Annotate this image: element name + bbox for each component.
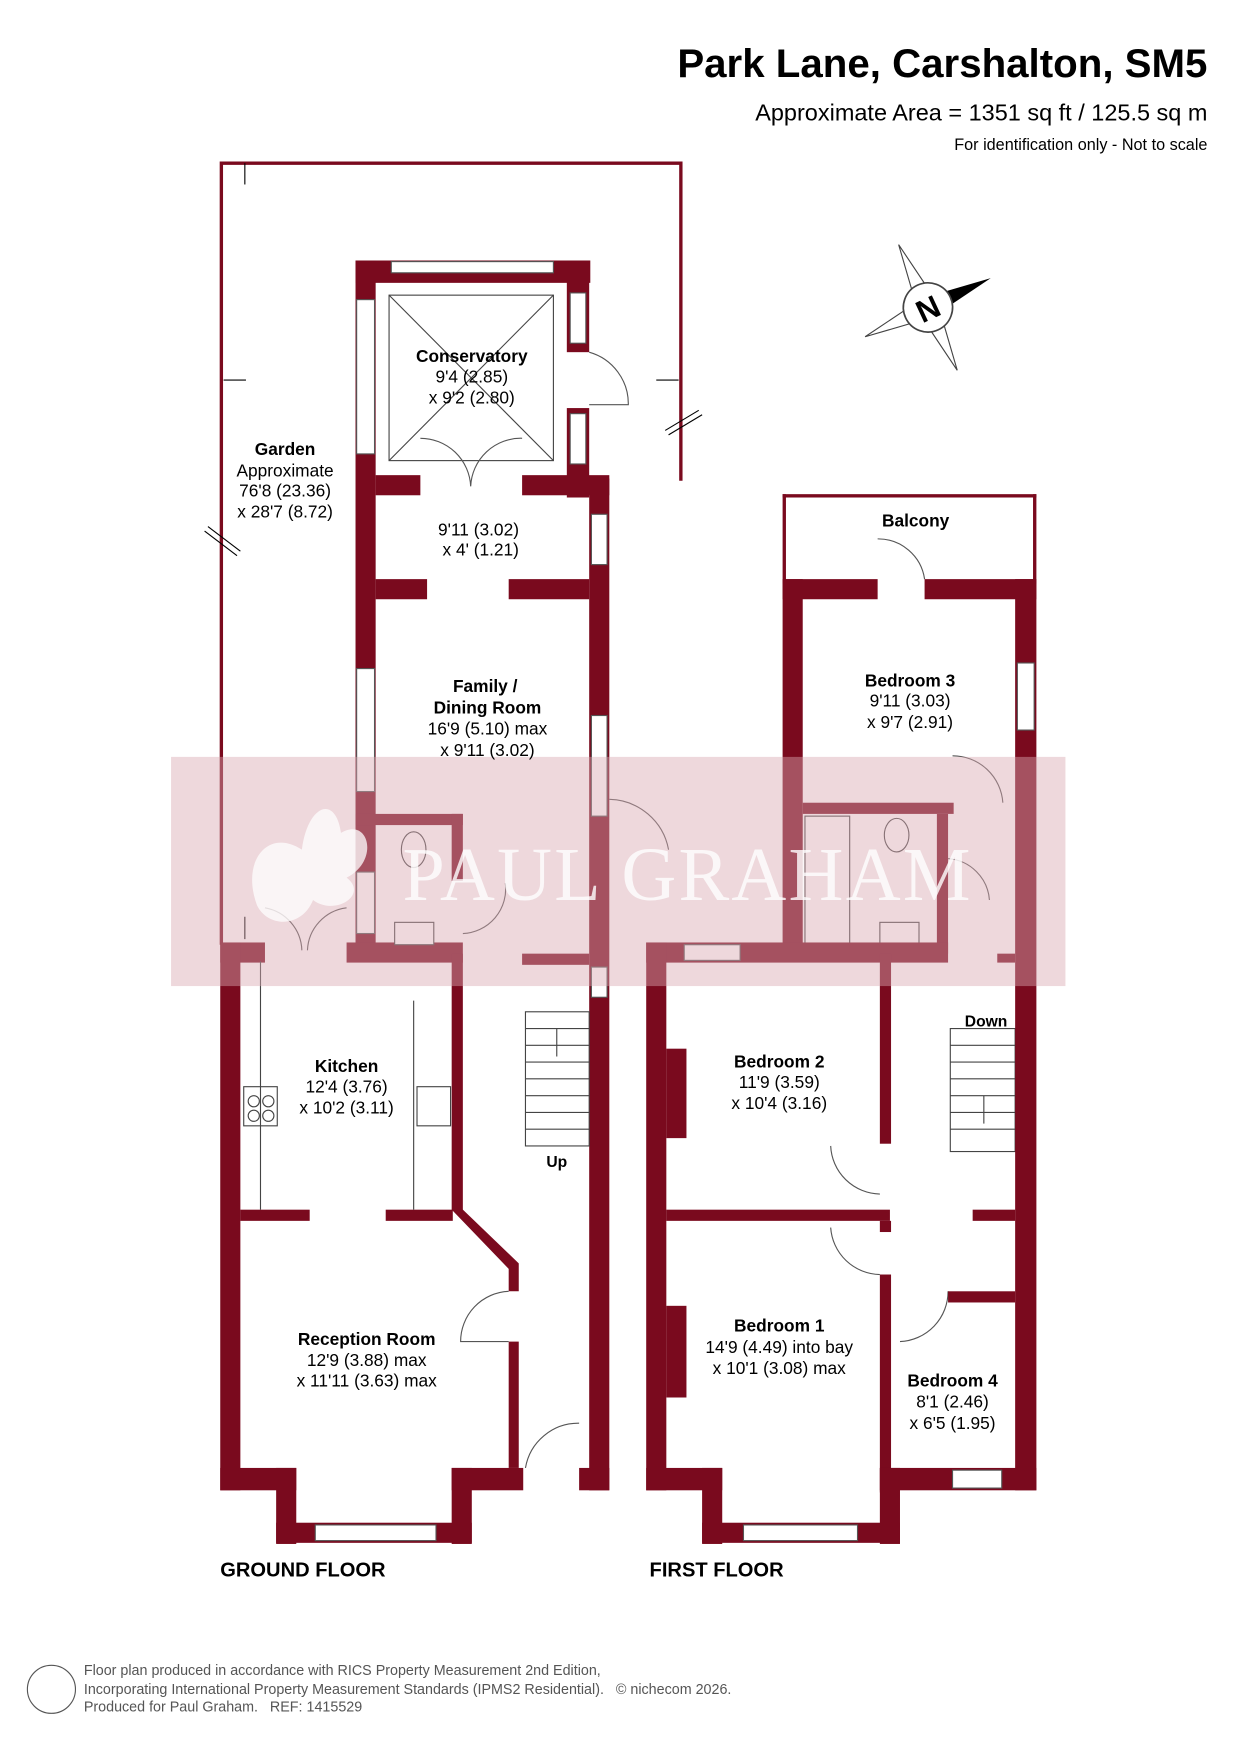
footer-disclaimer: Floor plan produced in accordance with R…: [83, 1661, 732, 1716]
ground-floor-label: GROUND FLOOR: [220, 1559, 386, 1581]
conservatory-roof: [388, 294, 554, 462]
room-bedroom-3: Bedroom 3 9'11 (3.03) x 9'7 (2.91): [865, 670, 955, 731]
approximate-area: Approximate Area = 1351 sq ft / 125.5 sq…: [755, 100, 1208, 127]
svg-text:Conservatory: Conservatory: [416, 346, 528, 366]
property-title: Park Lane, Carshalton, SM5: [677, 40, 1208, 87]
svg-text:x 11'11 (3.63) max: x 11'11 (3.63) max: [297, 1370, 438, 1390]
svg-text:Bedroom 4: Bedroom 4: [907, 1370, 998, 1390]
svg-text:9'11 (3.03): 9'11 (3.03): [870, 691, 951, 711]
svg-text:x 4' (1.21): x 4' (1.21): [443, 540, 519, 560]
copyright: © nichecom 2026.: [615, 1679, 732, 1697]
svg-text:9'4 (2.85): 9'4 (2.85): [435, 366, 508, 386]
room-balcony: Balcony: [882, 511, 950, 531]
room-conservatory: Conservatory 9'4 (2.85) x 9'2 (2.80): [416, 346, 528, 407]
garden-arrows: [204, 163, 703, 940]
room-bedroom-4: Bedroom 4 8'1 (2.46) x 6'5 (1.95): [907, 1370, 998, 1432]
svg-text:Dining Room: Dining Room: [434, 697, 542, 717]
room-lobby: 9'11 (3.02) x 4' (1.21): [438, 520, 519, 560]
garden-boundary: [219, 161, 683, 945]
svg-text:Family /: Family /: [453, 676, 518, 696]
doors: [264, 351, 1004, 1469]
watermark: PAUL GRAHAM: [171, 756, 1066, 987]
svg-text:11'9 (3.59): 11'9 (3.59): [739, 1072, 820, 1092]
svg-text:x 9'2 (2.80): x 9'2 (2.80): [429, 388, 515, 408]
svg-text:x 10'2 (3.11): x 10'2 (3.11): [299, 1098, 393, 1118]
svg-text:x 10'1 (3.08) max: x 10'1 (3.08) max: [713, 1358, 847, 1378]
svg-text:PAUL GRAHAM: PAUL GRAHAM: [402, 833, 972, 917]
svg-text:8'1 (2.46): 8'1 (2.46): [916, 1392, 989, 1412]
svg-text:x 10'4 (3.16): x 10'4 (3.16): [731, 1093, 827, 1113]
fixtures: [243, 815, 920, 1210]
svg-text:12'4 (3.76): 12'4 (3.76): [305, 1076, 387, 1096]
svg-text:76'8 (23.36): 76'8 (23.36): [239, 480, 331, 500]
svg-text:Bedroom 1: Bedroom 1: [734, 1316, 825, 1336]
stairs-up-label: Up: [546, 1154, 567, 1171]
svg-text:Bedroom 2: Bedroom 2: [734, 1052, 824, 1072]
svg-text:16'9 (5.10) max: 16'9 (5.10) max: [428, 719, 548, 739]
room-bedroom-1: Bedroom 1 14'9 (4.49) into bay x 10'1 (3…: [705, 1316, 853, 1378]
scale-note: For identification only - Not to scale: [954, 136, 1208, 155]
svg-text:x 9'7 (2.91): x 9'7 (2.91): [867, 712, 953, 732]
svg-text:x 9'11 (3.02): x 9'11 (3.02): [440, 740, 534, 760]
room-garden: Garden Approximate 76'8 (23.36) x 28'7 (…: [236, 439, 333, 522]
svg-text:Bedroom 3: Bedroom 3: [865, 670, 955, 690]
stairs-down-label: Down: [965, 1013, 1008, 1030]
svg-text:Approximate: Approximate: [236, 460, 333, 480]
svg-text:x 28'7 (8.72): x 28'7 (8.72): [237, 502, 333, 522]
leaf-logo-icon: [252, 808, 368, 922]
room-family-dining: Family / Dining Room 16'9 (5.10) max x 9…: [428, 676, 548, 760]
compass-icon: [864, 244, 991, 371]
ground-floor-windows: [314, 261, 608, 1542]
svg-text:x 6'5 (1.95): x 6'5 (1.95): [909, 1413, 995, 1433]
room-bedroom-2: Bedroom 2 11'9 (3.59) x 10'4 (3.16): [731, 1052, 827, 1113]
room-reception: Reception Room 12'9 (3.88) max x 11'11 (…: [297, 1329, 438, 1390]
svg-text:14'9 (4.49) into bay: 14'9 (4.49) into bay: [705, 1337, 853, 1357]
svg-text:9'11 (3.02): 9'11 (3.02): [438, 520, 519, 540]
person-icon: [26, 1664, 77, 1714]
svg-text:Reception Room: Reception Room: [298, 1329, 436, 1349]
svg-text:Garden: Garden: [255, 439, 316, 459]
room-kitchen: Kitchen 12'4 (3.76) x 10'2 (3.11): [299, 1056, 393, 1117]
first-floor-windows: [683, 662, 1035, 1542]
svg-text:Kitchen: Kitchen: [315, 1056, 379, 1076]
svg-text:12'9 (3.88) max: 12'9 (3.88) max: [307, 1350, 427, 1370]
first-floor-label: FIRST FLOOR: [650, 1559, 785, 1581]
